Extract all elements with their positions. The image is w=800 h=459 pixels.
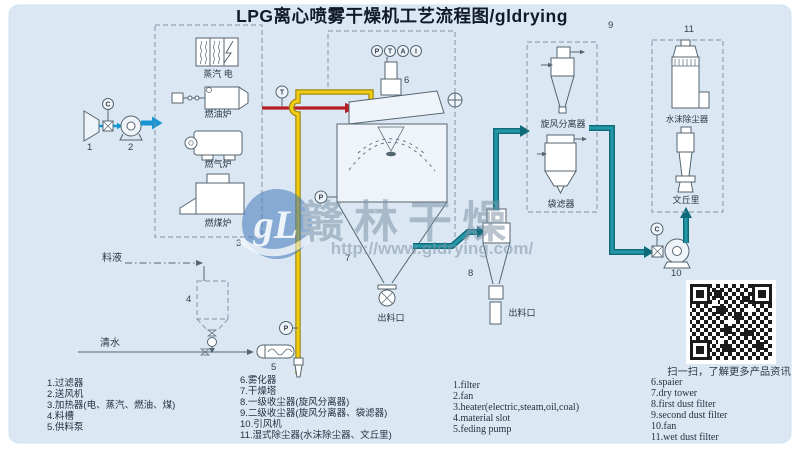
legend-item: 1.过滤器 xyxy=(47,377,84,389)
watermark: gL 赣林干燥 http://www.gldrying.com/ xyxy=(237,189,534,259)
item-4-number: 4 xyxy=(186,294,191,305)
legend-item: 7.干燥塔 xyxy=(240,385,277,397)
ptai-p: P xyxy=(375,49,380,56)
item-11-number: 11 xyxy=(684,24,694,35)
item-3-number: 3 xyxy=(236,238,241,249)
inlet-filter-icon xyxy=(83,110,100,142)
ptai-i: I xyxy=(415,49,417,56)
legend-item: 4.料槽 xyxy=(47,410,74,422)
drying-tower: P xyxy=(314,90,448,307)
feed-liquid-label: 料液 xyxy=(102,251,122,264)
material-tank-icon xyxy=(196,280,229,353)
gas-furnace-icon xyxy=(184,130,243,161)
instrument-cluster: P T A I xyxy=(371,45,422,63)
legend-item: 9.二级收尘器(旋风分离器、袋滤器) xyxy=(240,407,387,419)
qr-caption: 扫一扫，了解更多产品资讯 xyxy=(667,365,791,378)
item-5-number: 5 xyxy=(271,362,276,373)
legend-item: 7.dry tower xyxy=(651,388,698,399)
induced-fan-icon xyxy=(663,238,691,269)
coal-furnace-label: 燃煤炉 xyxy=(204,217,231,228)
supply-fan-icon xyxy=(119,115,143,141)
legend-item: 1.filter xyxy=(453,380,481,391)
bag-filter-icon xyxy=(537,134,587,195)
legend-item: 5.供料泵 xyxy=(47,421,84,433)
ptai-a: A xyxy=(400,49,405,56)
feed-pump-icon xyxy=(256,344,295,359)
item-2-number: 2 xyxy=(128,142,133,153)
item-7-number: 7 xyxy=(345,253,350,264)
watermark-name: 赣林干燥 xyxy=(300,198,516,247)
ptai-t: T xyxy=(388,49,393,56)
tower-discharge-label: 出料口 xyxy=(377,312,404,323)
feed-pipe-gauge: P xyxy=(279,321,298,335)
diagram-panel xyxy=(8,4,792,444)
legend-item: 10.引风机 xyxy=(240,418,282,430)
atomizer-icon xyxy=(380,61,402,96)
qr-code xyxy=(686,280,776,364)
legend-item: 9.second dust filter xyxy=(651,410,728,421)
steam-electric-heater-icon xyxy=(195,37,239,67)
bag-filter-label: 袋滤器 xyxy=(547,198,574,209)
legend-item: 2.fan xyxy=(453,391,473,402)
oil-furnace-icon xyxy=(171,86,249,110)
inlet-valve-icon: C xyxy=(102,98,114,132)
exhaust-pipe-3 xyxy=(589,125,654,258)
item-9-number: 9 xyxy=(608,20,613,31)
clean-water-label: 清水 xyxy=(100,336,120,349)
cyclone-separator-icon xyxy=(541,46,585,114)
legend-item: 8.first dust filter xyxy=(651,399,716,410)
cyclone-separator-label: 旋风分离器 xyxy=(540,118,585,129)
exhaust-pipe-2 xyxy=(493,125,530,210)
legend-item: 10.fan xyxy=(651,421,676,432)
lightning-icon xyxy=(223,40,234,64)
item-8-number: 8 xyxy=(468,268,473,279)
exhaust-pipe-1 xyxy=(413,226,487,249)
qr-finder-icons xyxy=(690,284,772,360)
legend-item: 3.heater(electric,steam,oil,coal) xyxy=(453,402,579,413)
legend-item: 6.雾化器 xyxy=(240,374,277,386)
control-tag: C xyxy=(105,102,110,109)
legend: 1.过滤器 2.送风机 3.加热器(电、蒸汽、燃油、煤) 4.料槽 5.供料泵 … xyxy=(47,374,728,443)
gas-furnace-label: 燃气炉 xyxy=(204,158,231,169)
legend-item: 4.material slot xyxy=(453,413,510,424)
legend-item: 2.送风机 xyxy=(47,388,84,400)
cyclone-discharge-label: 出料口 xyxy=(508,307,535,318)
water-mist-label: 水沫除尘器 xyxy=(666,114,709,124)
venturi-icon xyxy=(675,126,696,193)
pipe-end-fitting-icon xyxy=(293,357,304,378)
fan-control-tag: C xyxy=(654,227,659,234)
item-1-number: 1 xyxy=(87,142,92,153)
legend-item: 11.湿式除尘器(水沫除尘器、文丘里) xyxy=(240,429,392,441)
page-title: LPG离心喷雾干燥机工艺流程图/gldrying xyxy=(236,6,568,26)
legend-item: 3.加热器(电、蒸汽、燃油、煤) xyxy=(47,399,175,411)
temperature-tag: T xyxy=(280,90,285,97)
coal-furnace-icon xyxy=(179,173,245,215)
oil-furnace-label: 燃油炉 xyxy=(204,108,231,119)
legend-item: 6.spaier xyxy=(651,377,683,388)
brand-logo-text: gL xyxy=(253,202,298,247)
brand-logo-icon: gL xyxy=(237,189,317,259)
water-valve-icon xyxy=(199,348,211,356)
item-6-number: 6 xyxy=(404,75,409,86)
fan-10-valve-icon: C xyxy=(650,222,664,258)
pressure-tag: P xyxy=(284,326,289,333)
water-mist-collector-icon xyxy=(671,39,710,109)
heater-box xyxy=(154,24,263,238)
hot-air-pipe: T xyxy=(262,85,356,114)
damper-icon xyxy=(447,92,463,108)
legend-item: 5.feding pump xyxy=(453,424,511,435)
legend-item: 8.一级收尘器(旋风分离器) xyxy=(240,396,349,408)
steam-electric-label: 蒸汽 电 xyxy=(203,68,233,79)
venturi-label: 文丘里 xyxy=(672,194,699,205)
tower-pressure-tag: P xyxy=(319,195,324,202)
exhaust-duct-centerline xyxy=(327,30,456,243)
legend-item: 11.wet dust filter xyxy=(651,432,719,443)
watermark-url: http://www.gldrying.com/ xyxy=(331,239,534,258)
item-10-number: 10 xyxy=(671,268,682,279)
